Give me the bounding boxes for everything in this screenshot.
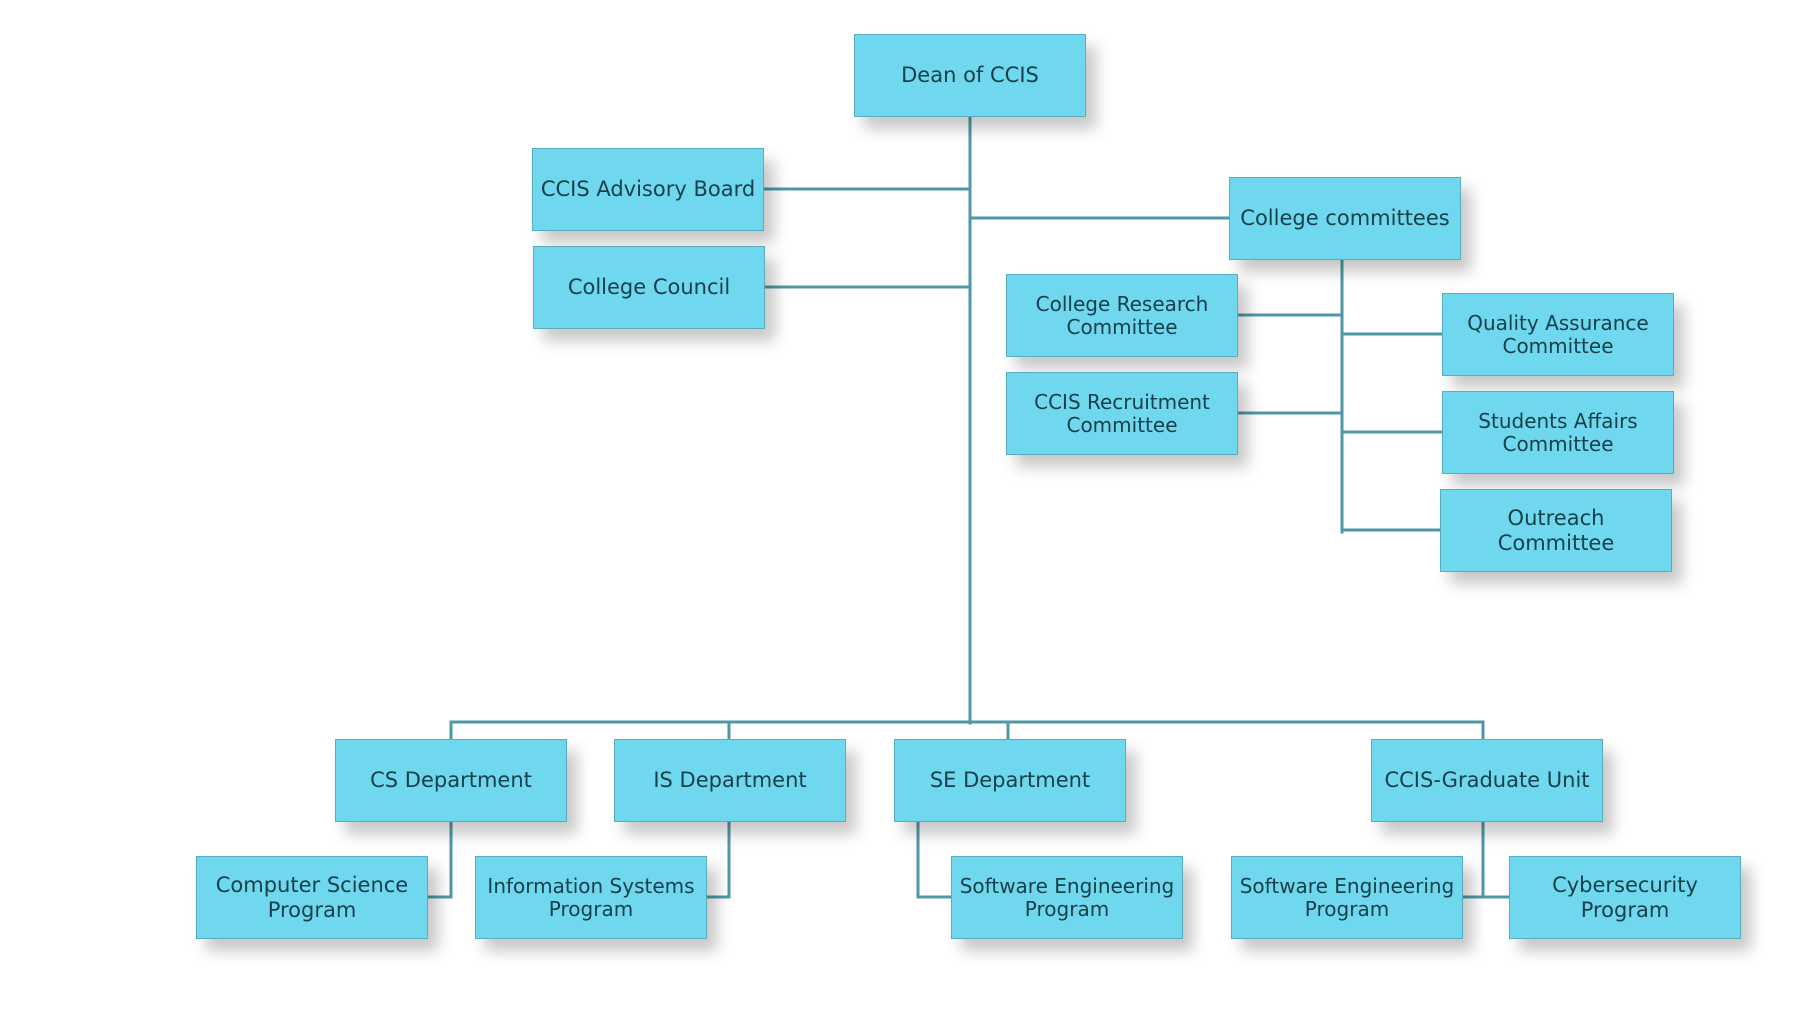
node-dean-of-ccis: Dean of CCIS [854, 34, 1086, 117]
node-label-college-council: College Council [567, 275, 731, 300]
node-ccis-recruitment-committee: CCIS Recruitment Committee [1006, 372, 1238, 455]
node-label-graduate-software-engineering-program: Software Engineering Program [1239, 874, 1455, 921]
node-software-engineering-program: Software Engineering Program [951, 856, 1183, 939]
node-label-college-research-committee: College Research Committee [1035, 292, 1209, 339]
node-label-college-committees: College committees [1240, 206, 1450, 231]
node-ccis-advisory-board: CCIS Advisory Board [532, 148, 764, 231]
node-ccis-graduate-unit: CCIS-Graduate Unit [1371, 739, 1603, 822]
node-cybersecurity-program: Cybersecurity Program [1509, 856, 1741, 939]
node-students-affairs-committee: Students Affairs Committee [1442, 391, 1674, 474]
node-label-se-department: SE Department [929, 768, 1091, 793]
node-label-cybersecurity-program: Cybersecurity Program [1552, 873, 1698, 922]
node-label-quality-assurance-committee: Quality Assurance Committee [1467, 311, 1649, 358]
node-outreach-committee: Outreach Committee [1440, 489, 1672, 572]
node-label-outreach-committee: Outreach Committee [1497, 506, 1615, 555]
node-label-students-affairs-committee: Students Affairs Committee [1478, 409, 1638, 456]
node-se-department: SE Department [894, 739, 1126, 822]
node-college-research-committee: College Research Committee [1006, 274, 1238, 357]
node-label-is-department: IS Department [653, 768, 807, 793]
node-label-information-systems-program: Information Systems Program [487, 874, 695, 921]
node-graduate-software-engineering-program: Software Engineering Program [1231, 856, 1463, 939]
node-label-dean-of-ccis: Dean of CCIS [901, 63, 1039, 88]
node-cs-department: CS Department [335, 739, 567, 822]
node-information-systems-program: Information Systems Program [475, 856, 707, 939]
node-computer-science-program: Computer Science Program [196, 856, 428, 939]
node-label-ccis-advisory-board: CCIS Advisory Board [540, 177, 756, 202]
node-label-computer-science-program: Computer Science Program [215, 873, 409, 922]
node-quality-assurance-committee: Quality Assurance Committee [1442, 293, 1674, 376]
node-college-council: College Council [533, 246, 765, 329]
node-label-ccis-recruitment-committee: CCIS Recruitment Committee [1034, 390, 1210, 437]
node-label-cs-department: CS Department [370, 768, 532, 793]
node-is-department: IS Department [614, 739, 846, 822]
node-label-ccis-graduate-unit: CCIS-Graduate Unit [1384, 768, 1590, 793]
node-label-software-engineering-program: Software Engineering Program [959, 874, 1175, 921]
node-college-committees: College committees [1229, 177, 1461, 260]
